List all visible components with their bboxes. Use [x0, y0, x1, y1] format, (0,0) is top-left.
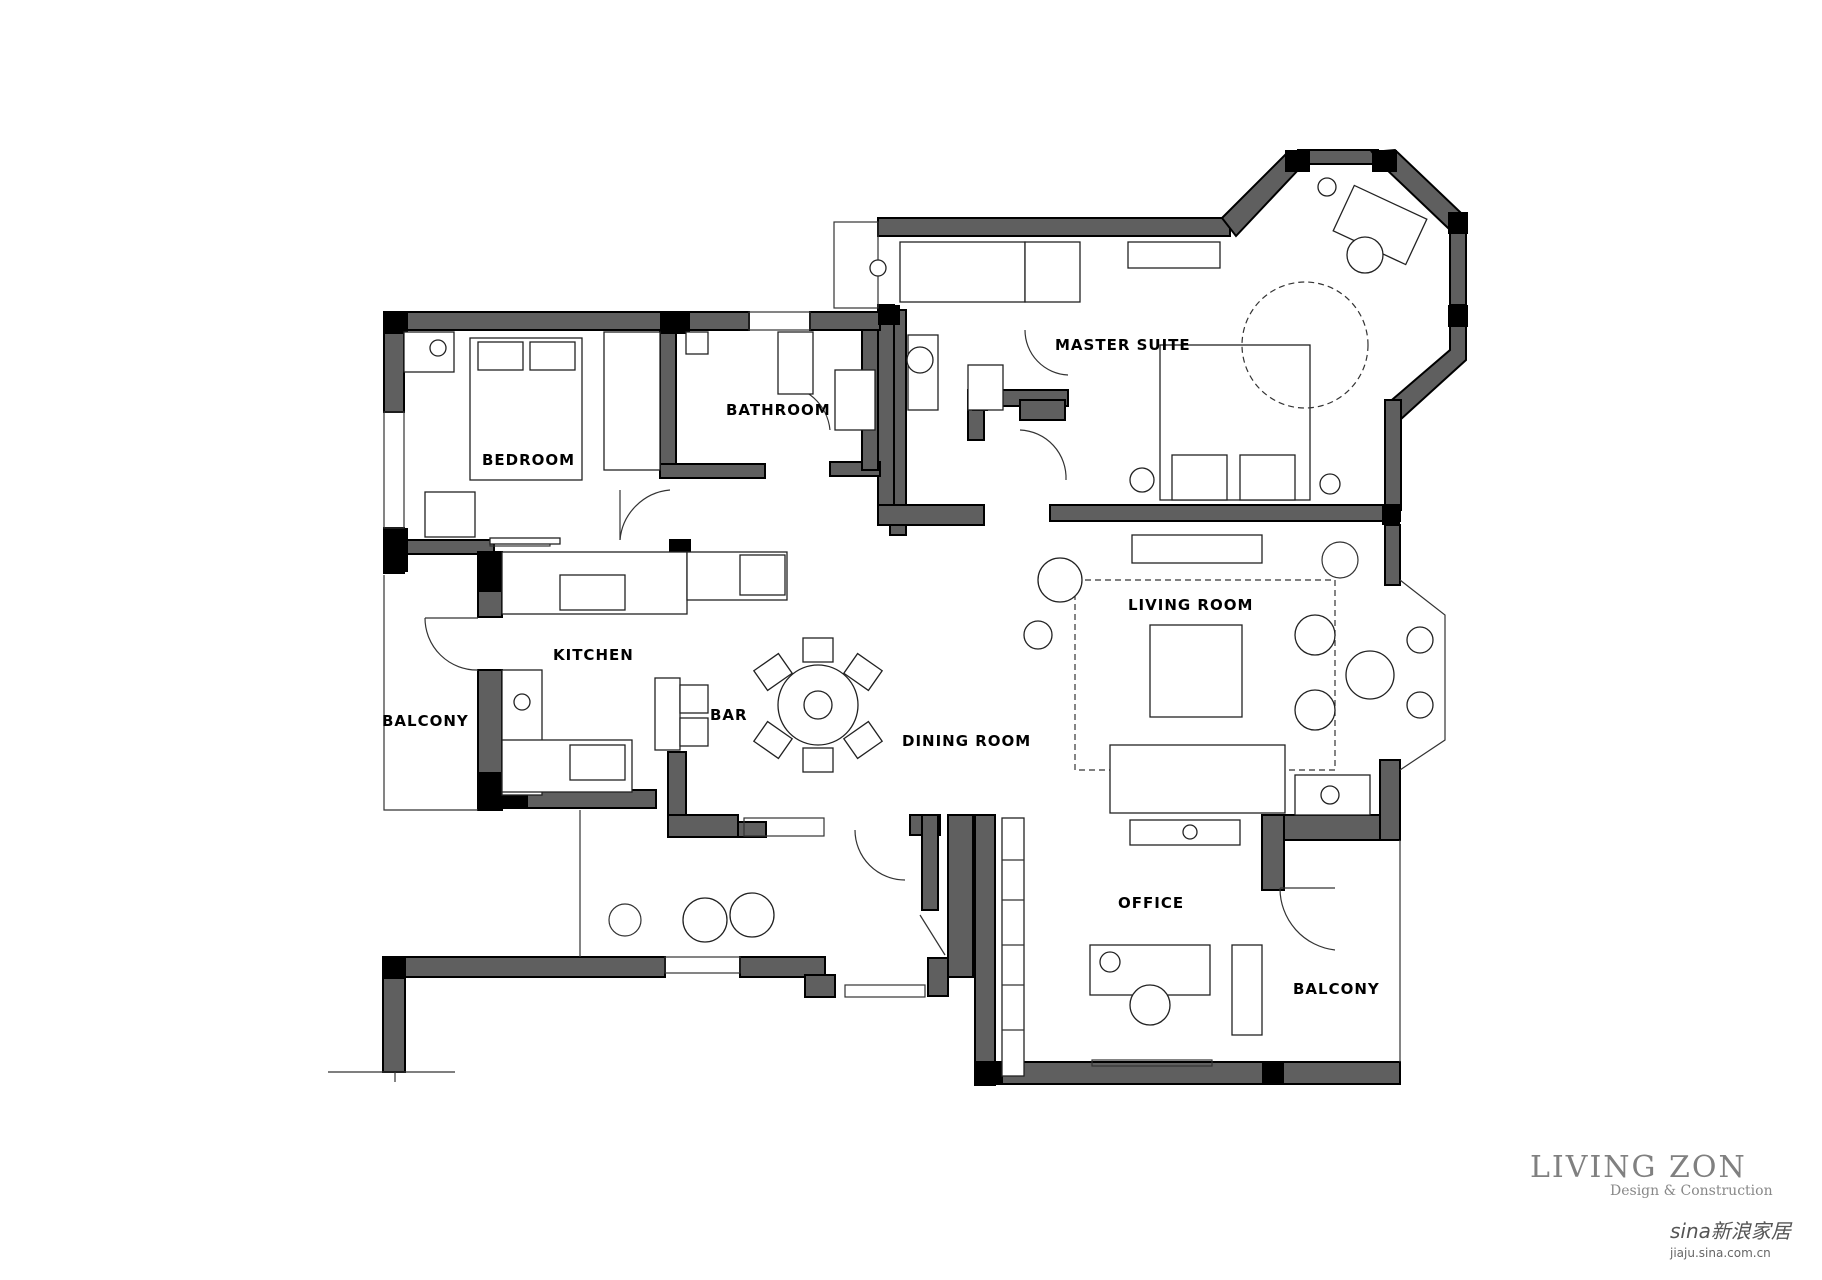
room-labels: MASTER SUITE BEDROOM BATHROOM KITCHEN BA…: [382, 336, 1380, 998]
label-master-suite: MASTER SUITE: [1055, 336, 1191, 354]
label-balcony-east: BALCONY: [1293, 980, 1380, 998]
logo-brand: LIVING ZON: [1530, 1150, 1747, 1185]
sina-cn-text: 新浪家居: [1710, 1219, 1791, 1243]
logo-tagline: Design & Construction: [1610, 1183, 1773, 1199]
label-dining-room: DINING ROOM: [902, 732, 1031, 750]
label-living-room: LIVING ROOM: [1128, 596, 1253, 614]
label-balcony-west: BALCONY: [382, 712, 469, 730]
label-bar: BAR: [710, 706, 748, 724]
living-zon-logo: LIVING ZON Design & Construction: [1530, 1150, 1790, 1199]
label-bedroom: BEDROOM: [482, 451, 575, 469]
furniture: [403, 177, 1434, 1036]
sina-watermark: sina新浪家居 jiaju.sina.com.cn: [1670, 1215, 1820, 1260]
door-swings: [424, 329, 1336, 956]
sina-brand: sina: [1670, 1219, 1711, 1243]
label-bathroom: BATHROOM: [726, 401, 831, 419]
sina-url: jiaju.sina.com.cn: [1670, 1246, 1771, 1260]
label-kitchen: KITCHEN: [553, 646, 634, 664]
sina-watermark-text: sina新浪家居: [1670, 1215, 1820, 1244]
label-office: OFFICE: [1118, 894, 1184, 912]
